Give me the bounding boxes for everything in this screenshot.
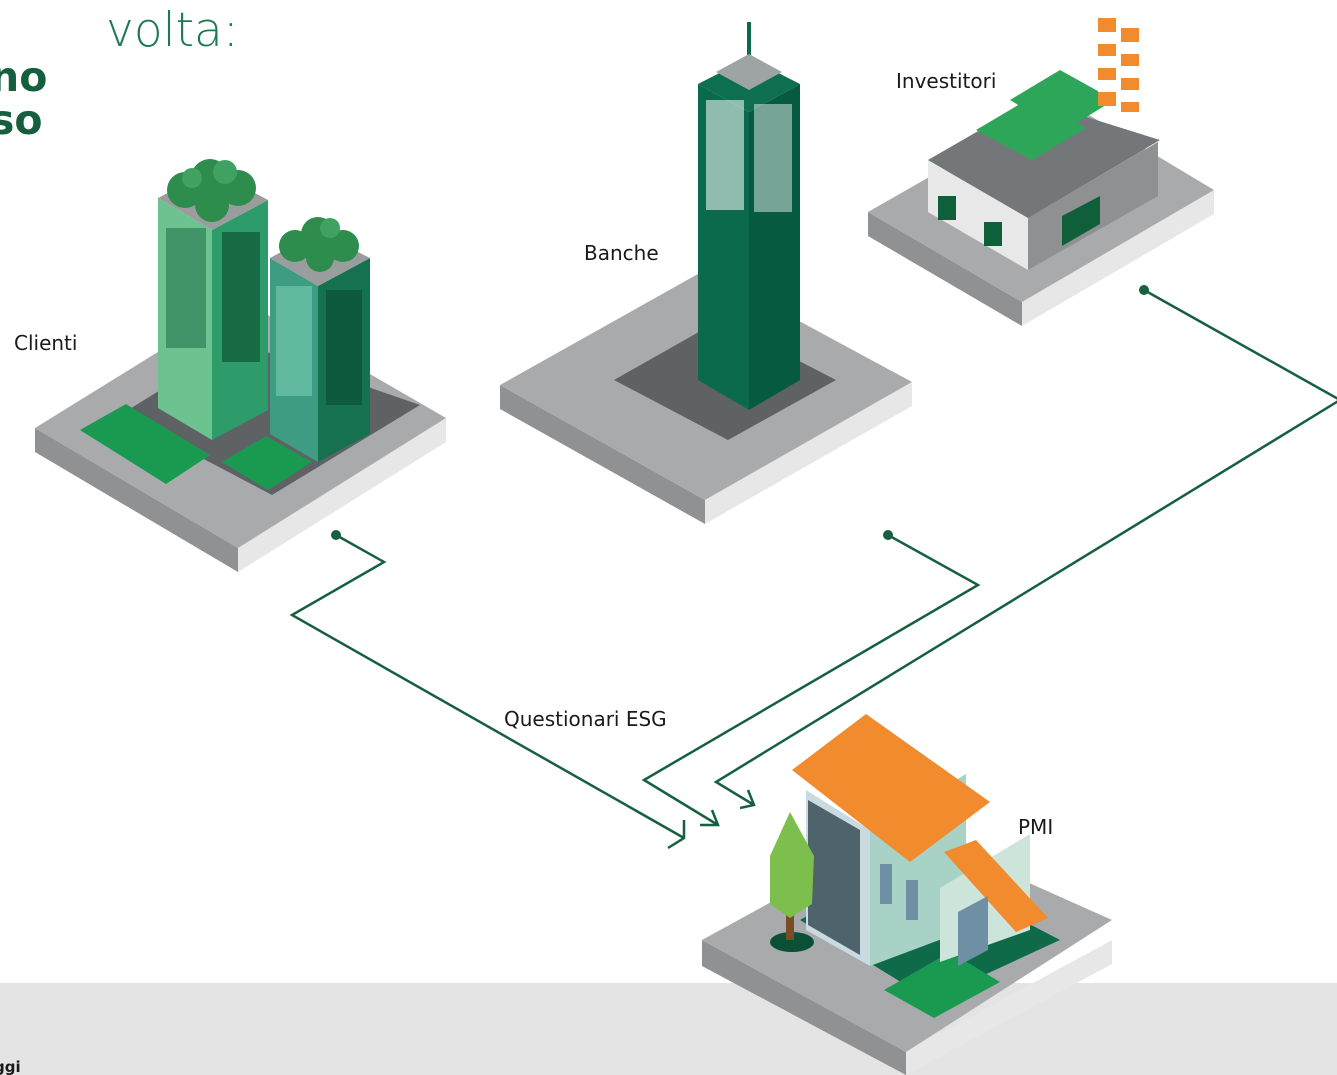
investitori-factory-front [928, 160, 1028, 270]
clienti-tower2-windows-left [276, 286, 312, 396]
pmi-platform-side-left [702, 940, 906, 1075]
clienti-tower1-windows-right [222, 232, 260, 362]
footer-text: ggi [0, 1058, 21, 1075]
label-investitori: Investitori [896, 69, 996, 93]
pmi-tree-shadow [770, 932, 814, 952]
arrowhead-clienti [667, 820, 686, 850]
arrowhead-banche [700, 809, 720, 827]
pmi-platform-side-right [906, 940, 1112, 1075]
banche-windows-left [706, 100, 744, 210]
clienti-tower1-windows [166, 228, 206, 348]
pmi-lawn [884, 952, 1000, 1018]
banche-platform-side-left [500, 385, 705, 524]
pmi-roof [792, 714, 990, 862]
connector-investitori-start-dot [1139, 285, 1149, 295]
connector-clienti-pmi [289, 533, 685, 840]
pmi-window-1 [880, 864, 892, 904]
investitori-door-2 [984, 222, 1002, 246]
connectors [289, 285, 1337, 850]
pmi-tree-canopy [770, 812, 814, 918]
pmi-window-2 [906, 880, 918, 920]
clienti-tower2-windows-right [326, 290, 362, 405]
investitori-platform-side-left [868, 212, 1022, 326]
banche-roof-cap [716, 54, 782, 90]
clienti-platform-side-right [238, 418, 446, 572]
footer-band [0, 983, 1337, 1075]
arrowhead-investitori [739, 789, 756, 810]
clienti-platform-side-left [35, 428, 238, 572]
investitori-door-3 [1062, 196, 1100, 246]
page-headline: volta: no so [0, 6, 239, 143]
headline-line-2: no [0, 52, 48, 101]
label-clienti: Clienti [14, 331, 77, 355]
pmi-node [702, 714, 1112, 1075]
connector-clienti-start-dot [331, 530, 341, 540]
pmi-garage [958, 896, 988, 966]
clienti-lawn-left [80, 404, 210, 484]
pmi-house-glass [808, 800, 860, 955]
banche-windows-right [754, 104, 792, 212]
clienti-tower2-trees [279, 217, 359, 272]
pmi-annex-roof [944, 840, 1048, 932]
headline-line-3: so [0, 96, 43, 145]
clienti-lawn-right [222, 436, 312, 490]
investitori-door-1 [938, 196, 956, 220]
clienti-node [35, 159, 446, 572]
banche-platform-side-right [705, 382, 912, 524]
connector-banche-pmi [641, 533, 981, 827]
clienti-tower1-trees [167, 159, 256, 222]
banche-node [500, 22, 912, 524]
investitori-node [868, 18, 1214, 326]
investitori-chimneys [1098, 18, 1139, 112]
label-pmi: PMI [1018, 815, 1053, 839]
connector-banche-start-dot [883, 530, 893, 540]
connector-investitori-pmi [713, 288, 1337, 807]
label-questionari-esg: Questionari ESG [504, 707, 667, 731]
banche-tower-right [749, 84, 800, 410]
label-banche: Banche [584, 241, 659, 265]
headline-line-1: volta: [106, 3, 239, 58]
investitori-platform-side-right [1022, 190, 1214, 326]
investitori-solar-panel-2 [1010, 70, 1114, 132]
